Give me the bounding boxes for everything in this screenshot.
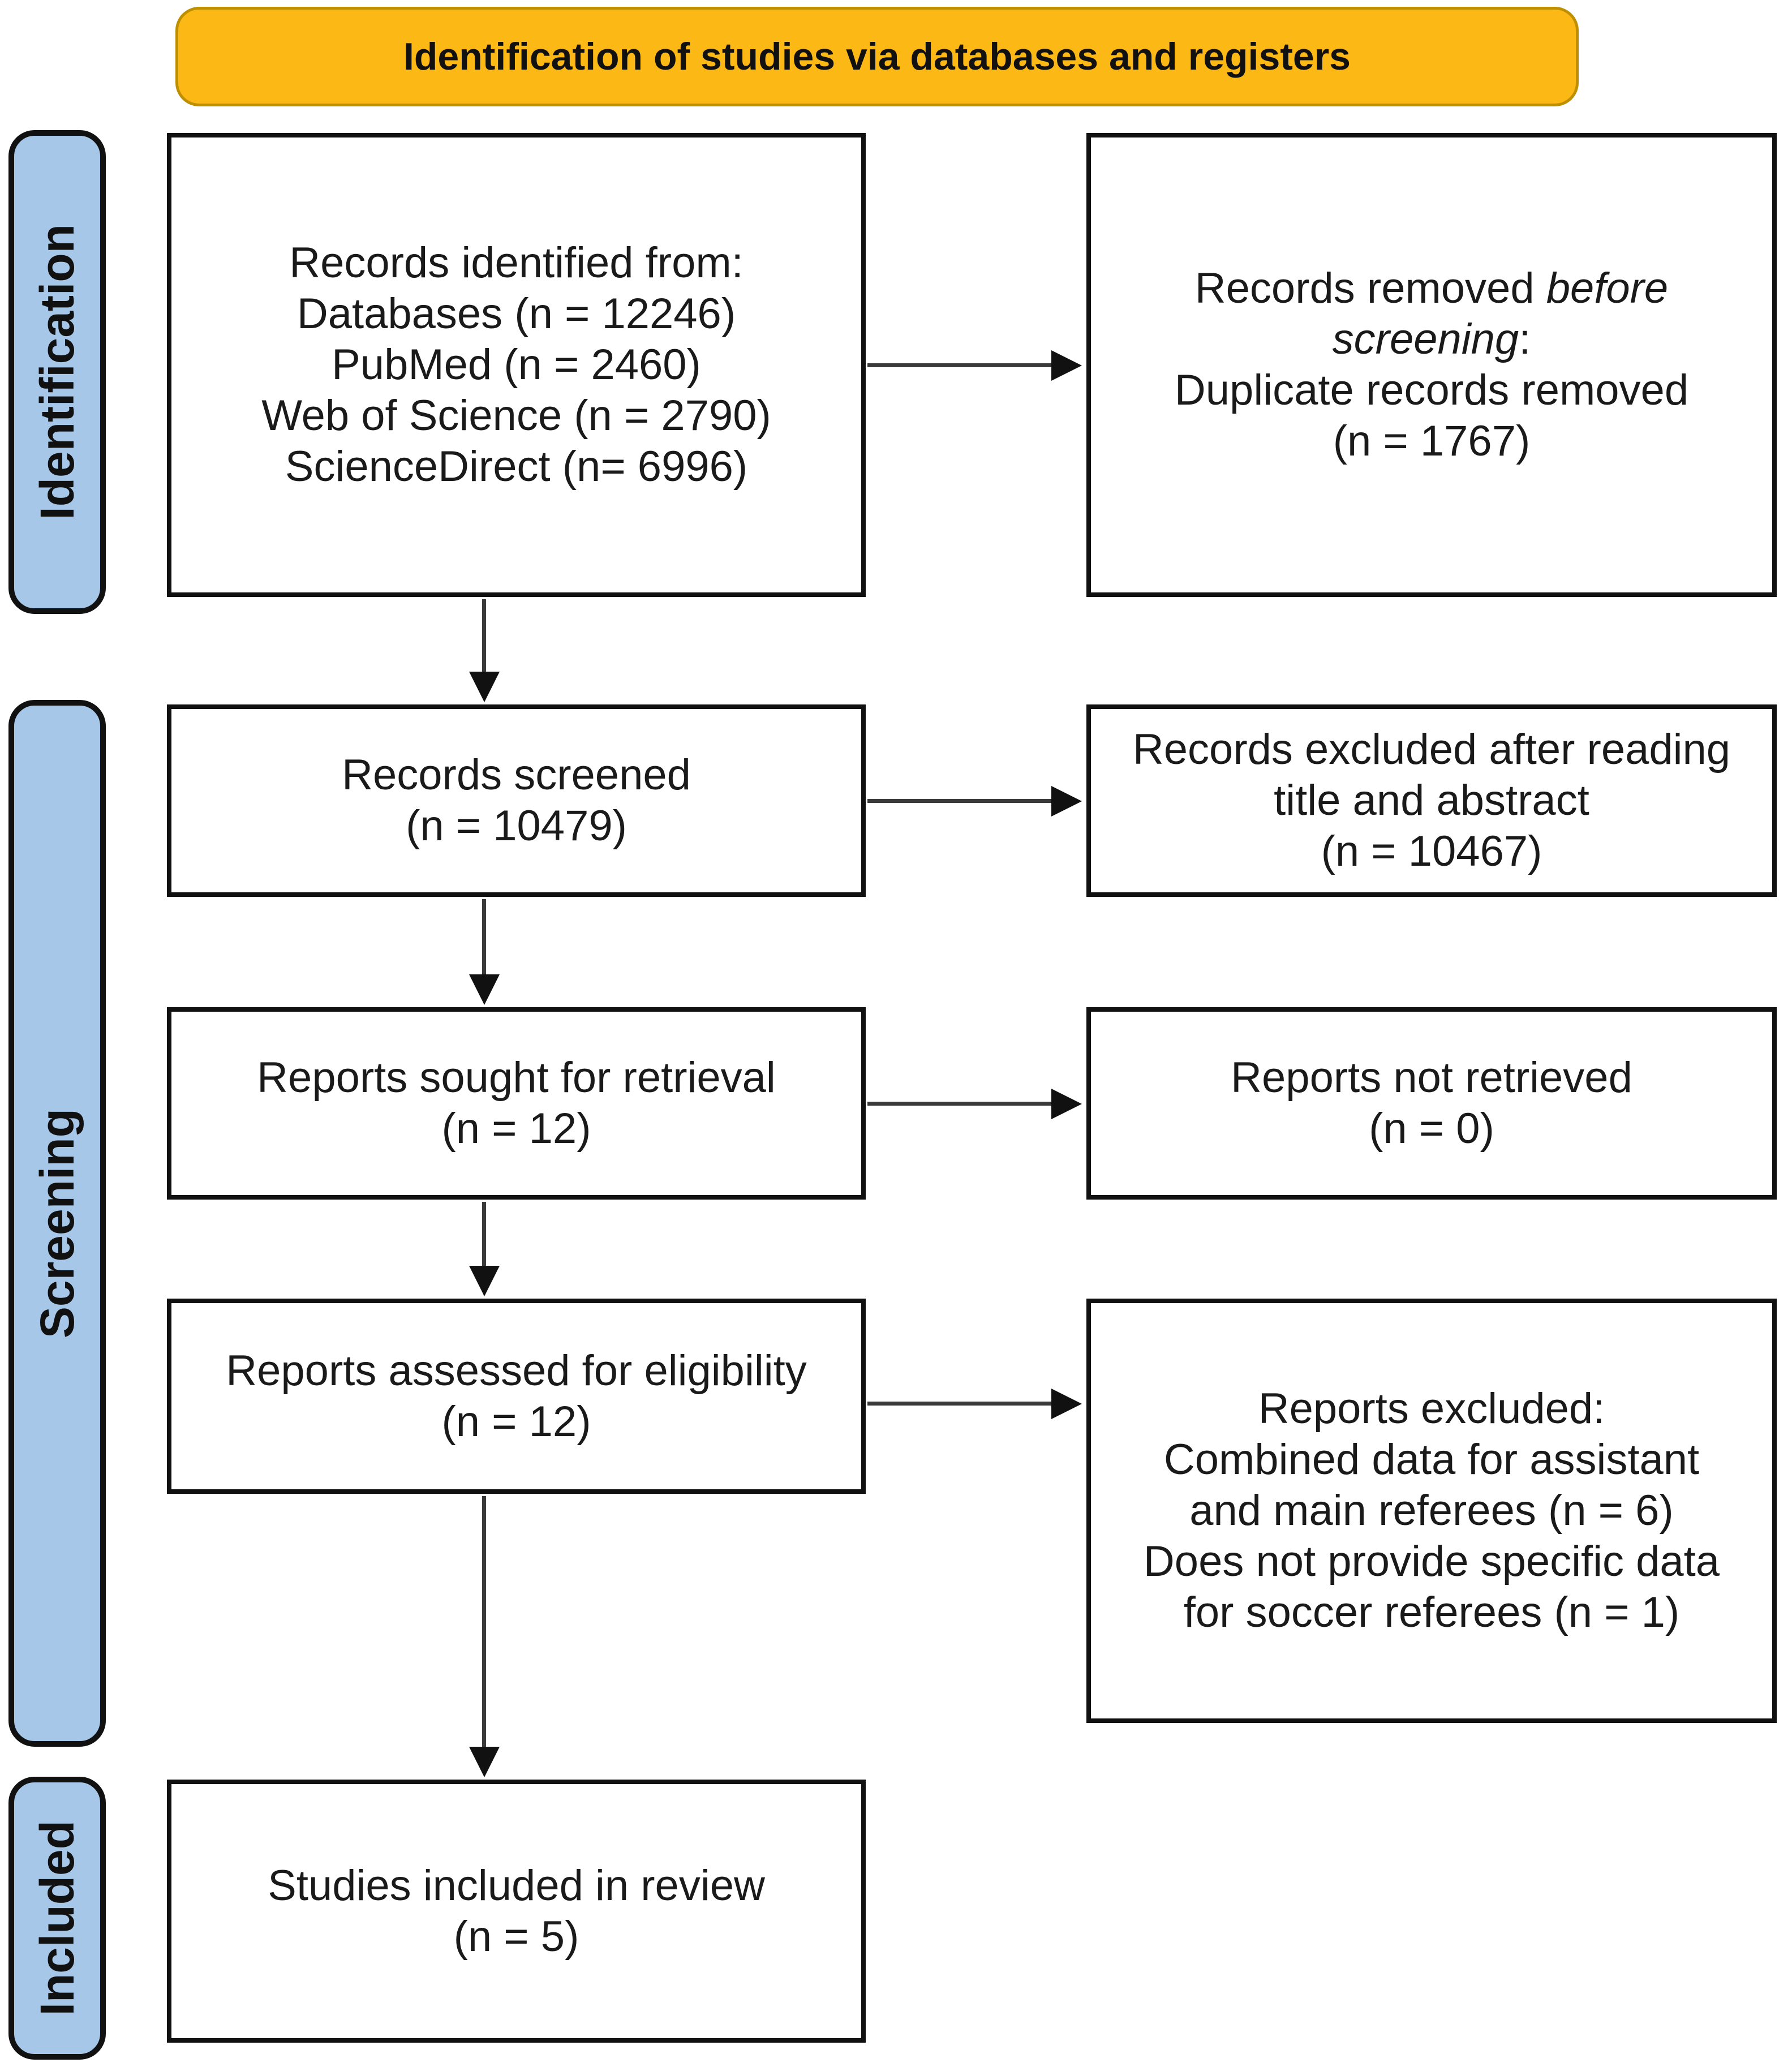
arrow-screened-to-excluded (867, 785, 1082, 817)
arrowhead-right-icon (1051, 785, 1082, 817)
box-text-line: Records excluded after reading (1132, 725, 1731, 773)
box-text-line: Reports assessed for eligibility (226, 1346, 807, 1395)
box-reports-assessed-for-eligibility: Reports assessed for eligibility(n = 12) (167, 1299, 866, 1494)
arrow-assessed-to-reports-excluded (867, 1388, 1082, 1419)
box-text-line: (n = 10467) (1321, 827, 1542, 875)
arrowhead-down-icon (469, 672, 500, 702)
box-reports-excluded: Reports excluded:Combined data for assis… (1086, 1299, 1777, 1723)
box-text-line: (n = 1767) (1333, 417, 1531, 465)
arrow-sought-to-assessed (469, 1202, 500, 1296)
arrowhead-down-icon (469, 1266, 500, 1296)
stage-label-screening: Screening (8, 700, 106, 1747)
box-records-screened: Records screened(n = 10479) (167, 704, 866, 897)
arrow-screened-to-sought (469, 899, 500, 1005)
arrow-assessed-to-included (469, 1496, 500, 1777)
box-text-line: Reports sought for retrieval (257, 1054, 776, 1102)
stage-label-included-text: Included (30, 1820, 84, 2016)
box-text-line: PubMed (n = 2460) (332, 341, 701, 389)
box-text-line: Studies included in review (268, 1861, 765, 1910)
box-reports-not-retrieved: Reports not retrieved(n = 0) (1086, 1007, 1777, 1200)
box-text-line: (n = 5) (453, 1912, 579, 1961)
stage-label-identification-text: Identification (30, 224, 84, 520)
box-text-line: Web of Science (n = 2790) (261, 392, 771, 440)
arrowhead-down-icon (469, 974, 500, 1005)
arrowhead-right-icon (1051, 350, 1082, 381)
box-text-line: (n = 12) (441, 1397, 591, 1446)
box-text-line: Records removed before (1194, 264, 1669, 312)
arrowhead-right-icon (1051, 1088, 1082, 1119)
box-records-identified: Records identified from:Databases (n = 1… (167, 133, 866, 597)
box-studies-included-in-review: Studies included in review(n = 5) (167, 1780, 866, 2043)
box-text-line: title and abstract (1274, 776, 1589, 824)
box-text-line: Duplicate records removed (1174, 366, 1689, 414)
box-reports-sought-for-retrieval: Reports sought for retrieval(n = 12) (167, 1007, 866, 1200)
box-text-line: screening: (1332, 315, 1531, 363)
stage-label-identification: Identification (8, 130, 106, 614)
box-text-line: Does not provide specific data (1143, 1537, 1720, 1585)
box-text-line: for soccer referees (n = 1) (1183, 1588, 1680, 1636)
arrow-sought-to-not-retrieved (867, 1088, 1082, 1119)
box-text-line: (n = 10479) (406, 802, 627, 850)
stage-label-screening-text: Screening (30, 1108, 84, 1339)
box-text-line: Reports not retrieved (1231, 1054, 1632, 1102)
box-text-line: and main referees (n = 6) (1189, 1486, 1674, 1535)
arrow-identified-to-removed (867, 350, 1082, 381)
arrow-identified-to-screened (469, 599, 500, 702)
arrowhead-down-icon (469, 1747, 500, 1777)
box-text-line: Records identified from: (289, 239, 744, 287)
box-text-line: (n = 0) (1369, 1105, 1494, 1153)
box-text-line: (n = 12) (441, 1105, 591, 1153)
box-text-line: Records screened (342, 751, 691, 799)
arrowhead-right-icon (1051, 1388, 1082, 1419)
banner-title: Identification of studies via databases … (175, 7, 1579, 106)
box-text-line: Reports excluded: (1258, 1385, 1605, 1433)
box-text-line: Combined data for assistant (1163, 1436, 1700, 1484)
stage-label-included: Included (8, 1777, 106, 2060)
box-text-line: ScienceDirect (n= 6996) (285, 442, 748, 491)
box-text-line: Databases (n = 12246) (296, 290, 736, 338)
